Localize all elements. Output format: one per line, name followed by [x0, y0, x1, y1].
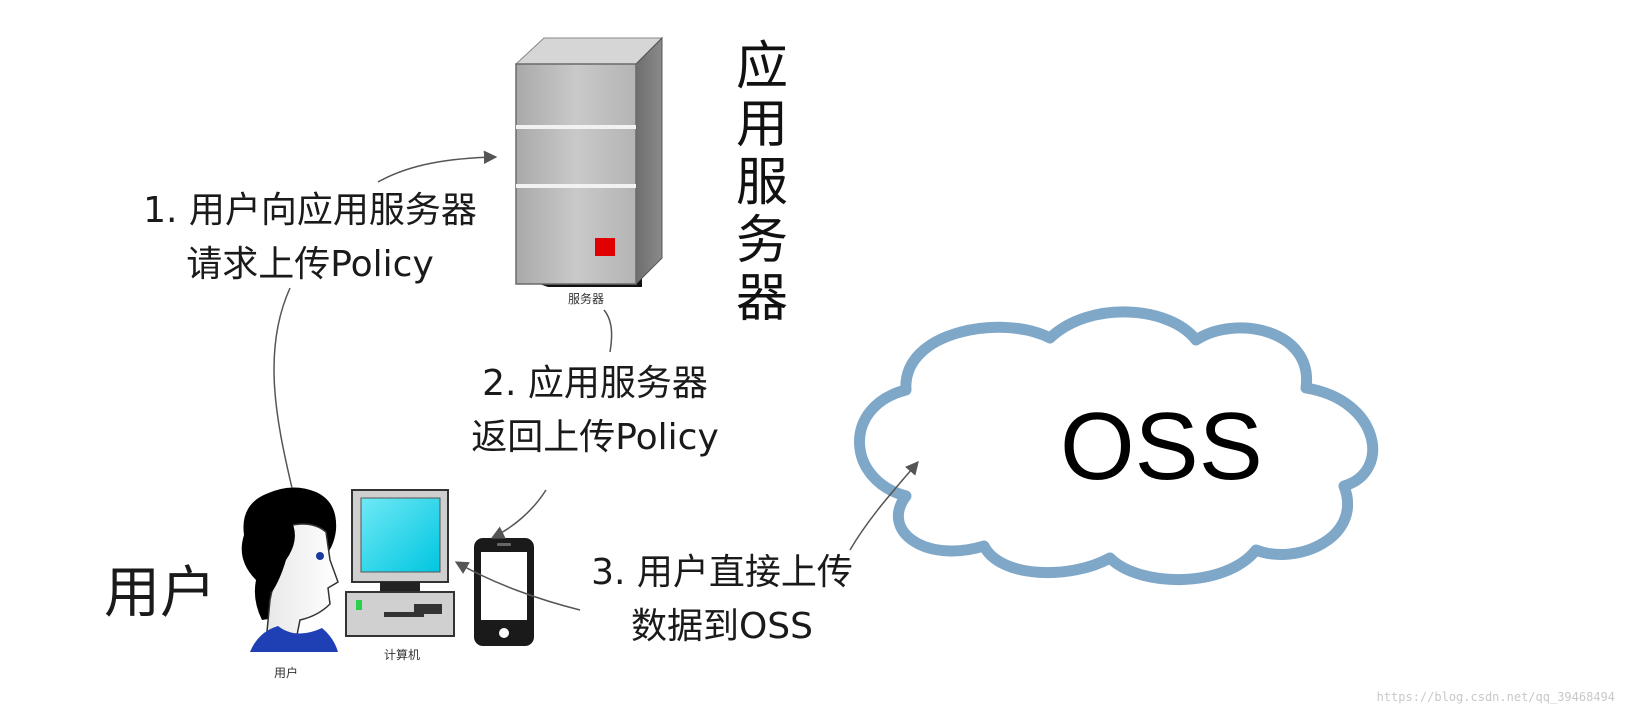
step-2-label: 2. 应用服务器 返回上传Policy	[450, 357, 740, 465]
connector-user-to-step1	[273, 287, 293, 489]
server-caption: 服务器	[567, 292, 604, 306]
step-1-line-1: 1. 用户向应用服务器	[143, 190, 477, 231]
watermark: https://blog.csdn.net/qq_39468494	[1376, 690, 1615, 704]
server-led	[595, 238, 615, 256]
user-person-icon	[241, 487, 339, 652]
connector-server-to-step2	[603, 309, 613, 353]
step-3-line-2: 数据到OSS	[630, 606, 814, 647]
step-2-line-1: 2. 应用服务器	[482, 363, 708, 404]
server-icon	[514, 36, 664, 287]
computer-caption: 计算机	[383, 648, 420, 662]
arrow-step1-to-server	[377, 150, 498, 183]
smartphone-icon	[474, 538, 534, 646]
step-1-label: 1. 用户向应用服务器 请求上传Policy	[120, 184, 500, 292]
user-caption: 用户	[273, 666, 298, 680]
step-3-line-1: 3. 用户直接上传	[591, 552, 853, 593]
arrow-step2-to-phone	[490, 489, 547, 539]
server-title: 应用服务器	[735, 37, 788, 329]
computer-icon	[345, 489, 455, 637]
step-1-line-2: 请求上传Policy	[186, 244, 434, 285]
oss-label: OSS	[1060, 393, 1263, 500]
step-3-label: 3. 用户直接上传 数据到OSS	[572, 546, 872, 654]
oss-cloud-icon	[854, 306, 1379, 585]
user-title: 用户	[104, 561, 216, 626]
arrow-step3-to-oss	[849, 460, 919, 551]
step-2-line-2: 返回上传Policy	[471, 417, 719, 458]
arrow-step3-to-computer	[454, 561, 581, 611]
